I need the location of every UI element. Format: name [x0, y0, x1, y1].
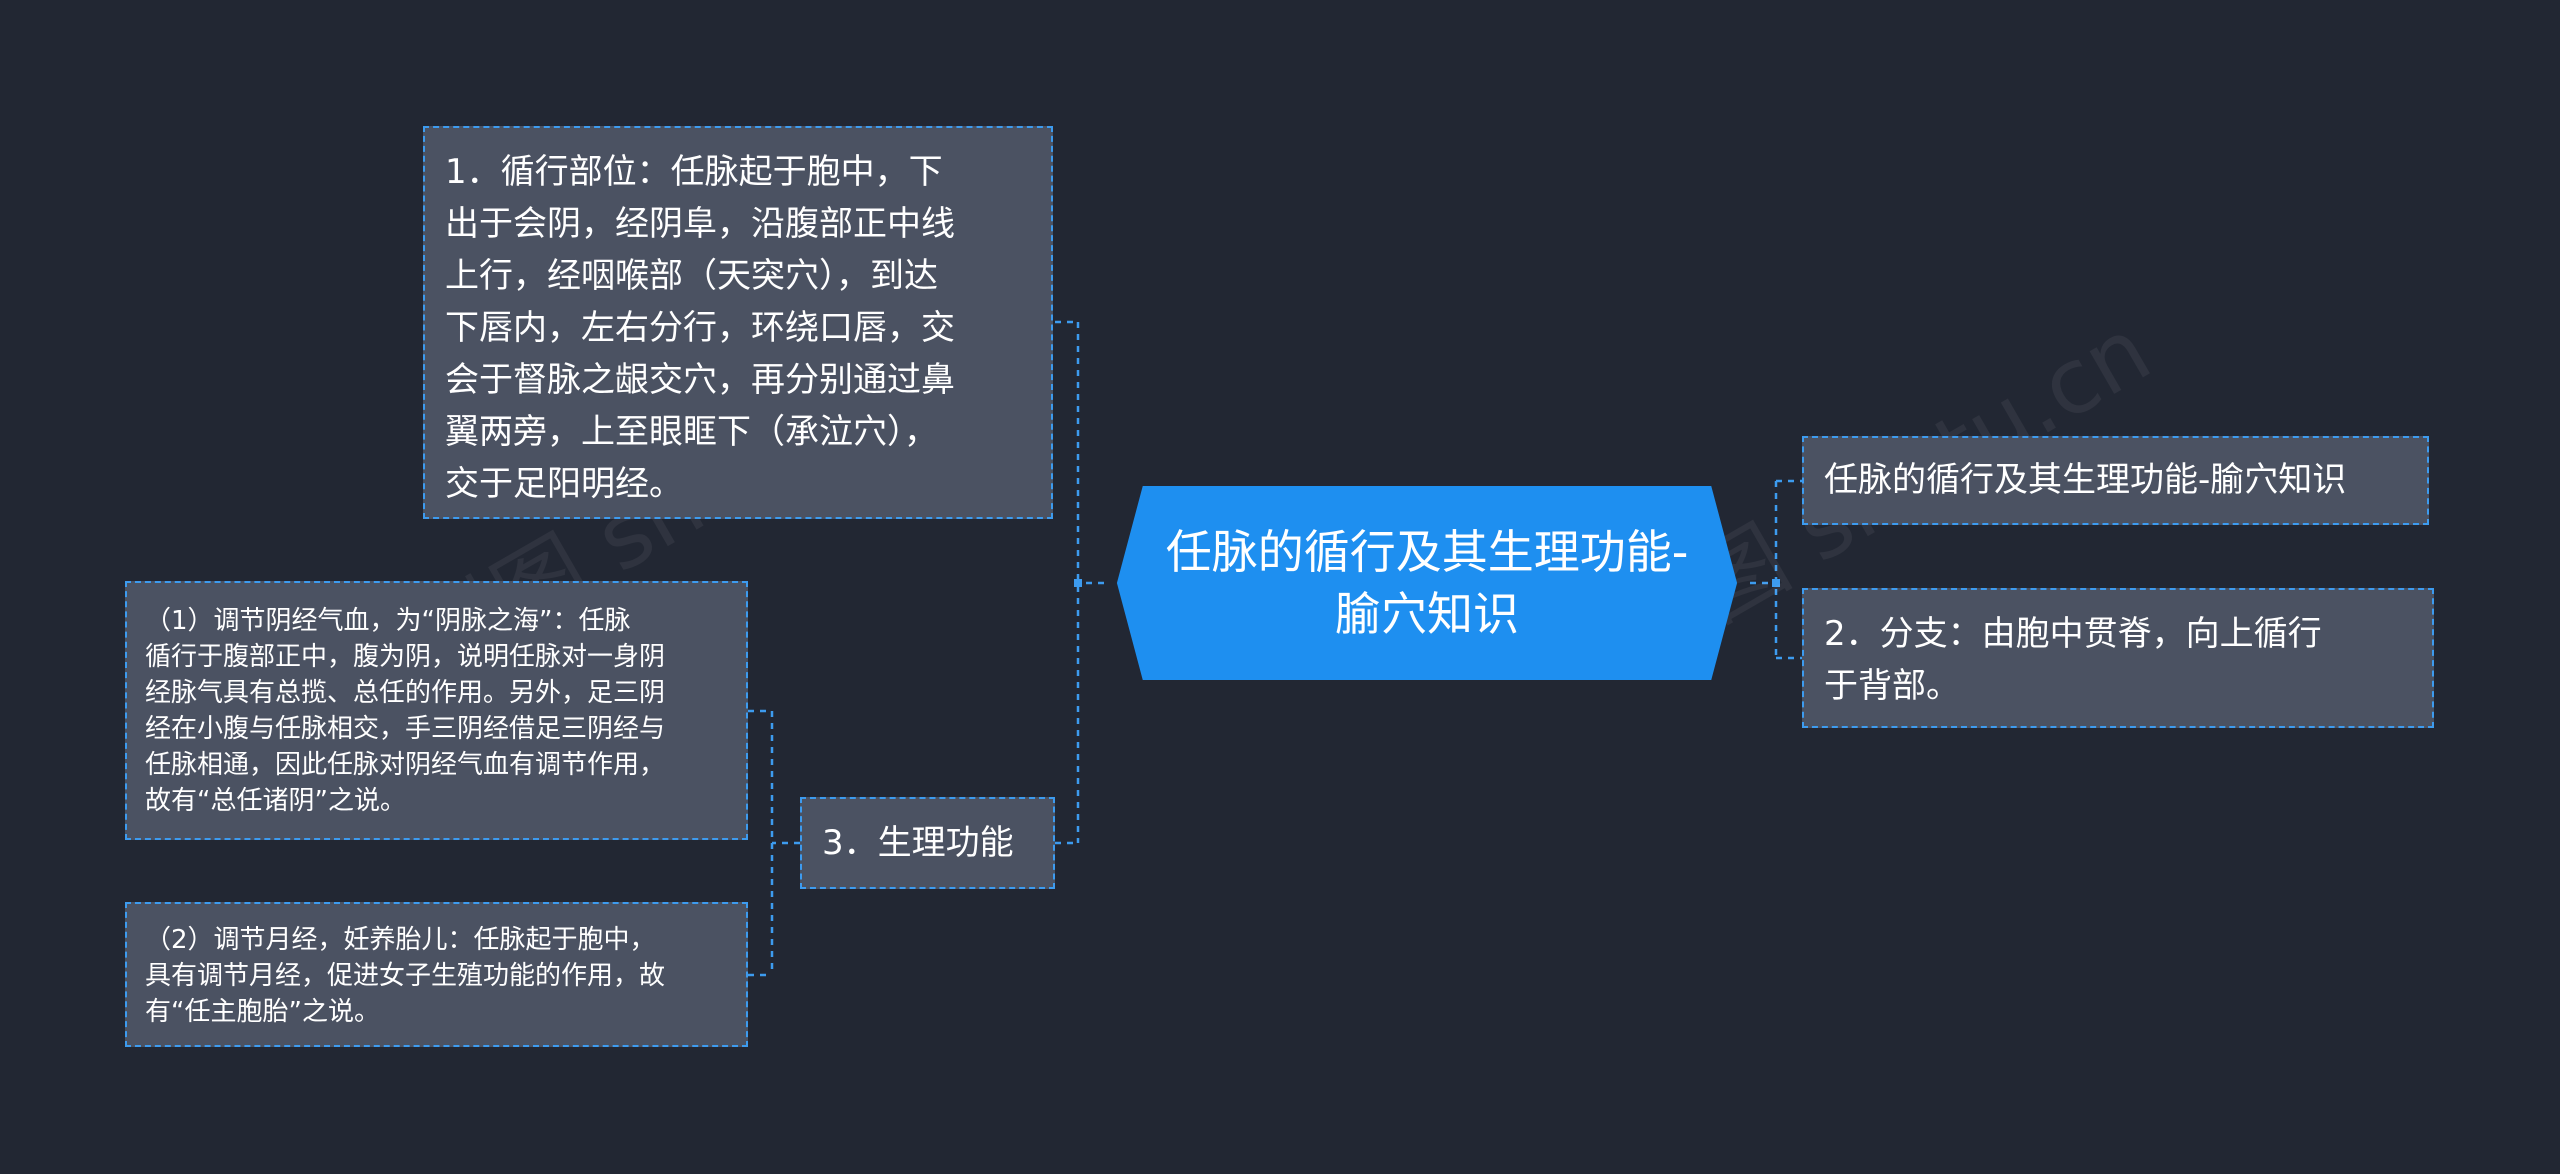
node-physiological-function[interactable]: 3．生理功能	[800, 797, 1055, 889]
node-circulation[interactable]: 1．循行部位：任脉起于胞中，下 出于会阴，经阴阜，沿腹部正中线 上行，经咽喉部（…	[423, 126, 1053, 519]
node-branch[interactable]: 2．分支：由胞中贯脊，向上循行 于背部。	[1802, 588, 2434, 728]
node-title-repeat[interactable]: 任脉的循行及其生理功能-腧穴知识	[1802, 436, 2429, 525]
central-topic-label: 任脉的循行及其生理功能- 腧穴知识	[1165, 525, 1689, 641]
central-topic[interactable]: 任脉的循行及其生理功能- 腧穴知识	[1116, 486, 1738, 680]
node-function-item-1[interactable]: （1）调节阴经气血，为“阴脉之海”：任脉 循行于腹部正中，腹为阴，说明任脉对一身…	[125, 581, 748, 840]
node-function-item-2[interactable]: （2）调节月经，妊养胎儿：任脉起于胞中， 具有调节月经，促进女子生殖功能的作用，…	[125, 902, 748, 1047]
